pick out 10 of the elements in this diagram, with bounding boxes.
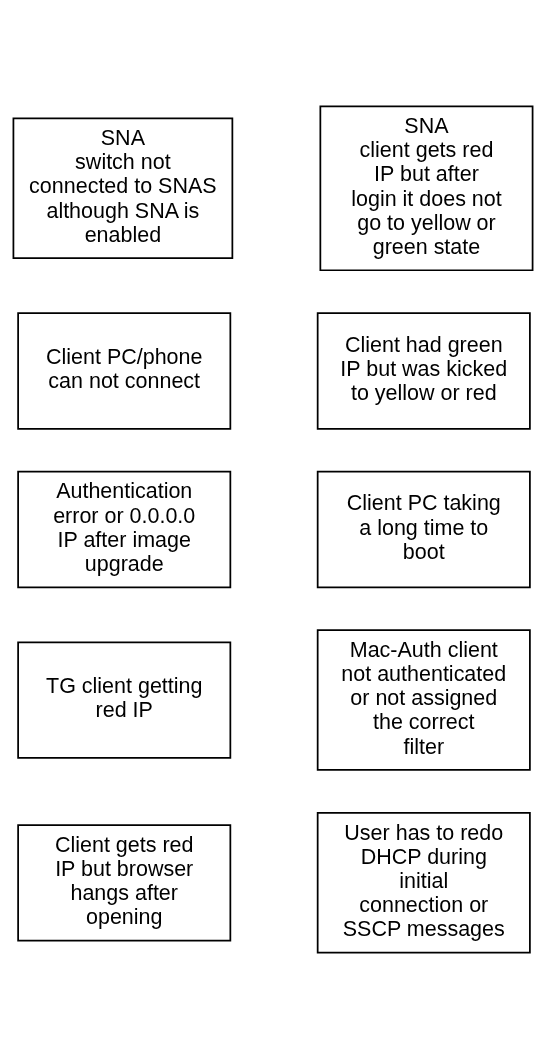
node-box: Client had green IP but was kicked to yellow or red <box>316 312 531 430</box>
node-box: User has to redo DHCP during initial connection or SSCP messages <box>316 812 531 954</box>
node-box: Mac-Auth client not authenticated or not assigned the correct filter <box>316 629 531 771</box>
node-box: Authentication error or 0.0.0.0 IP after image upgrade <box>17 470 232 589</box>
node-box: Client PC/phone can not connect <box>17 312 232 430</box>
node-box: Client gets red IP but browser hangs after opening <box>17 824 232 942</box>
node-box: SNA client gets red IP but after login it does not go to yellow or green state <box>319 105 534 272</box>
node-box: TG client getting red IP <box>17 641 232 759</box>
node-box: SNA switch not connected to SNAS although SNA is enabled <box>12 117 234 260</box>
node-box: Client PC taking a long time to boot <box>316 470 531 589</box>
